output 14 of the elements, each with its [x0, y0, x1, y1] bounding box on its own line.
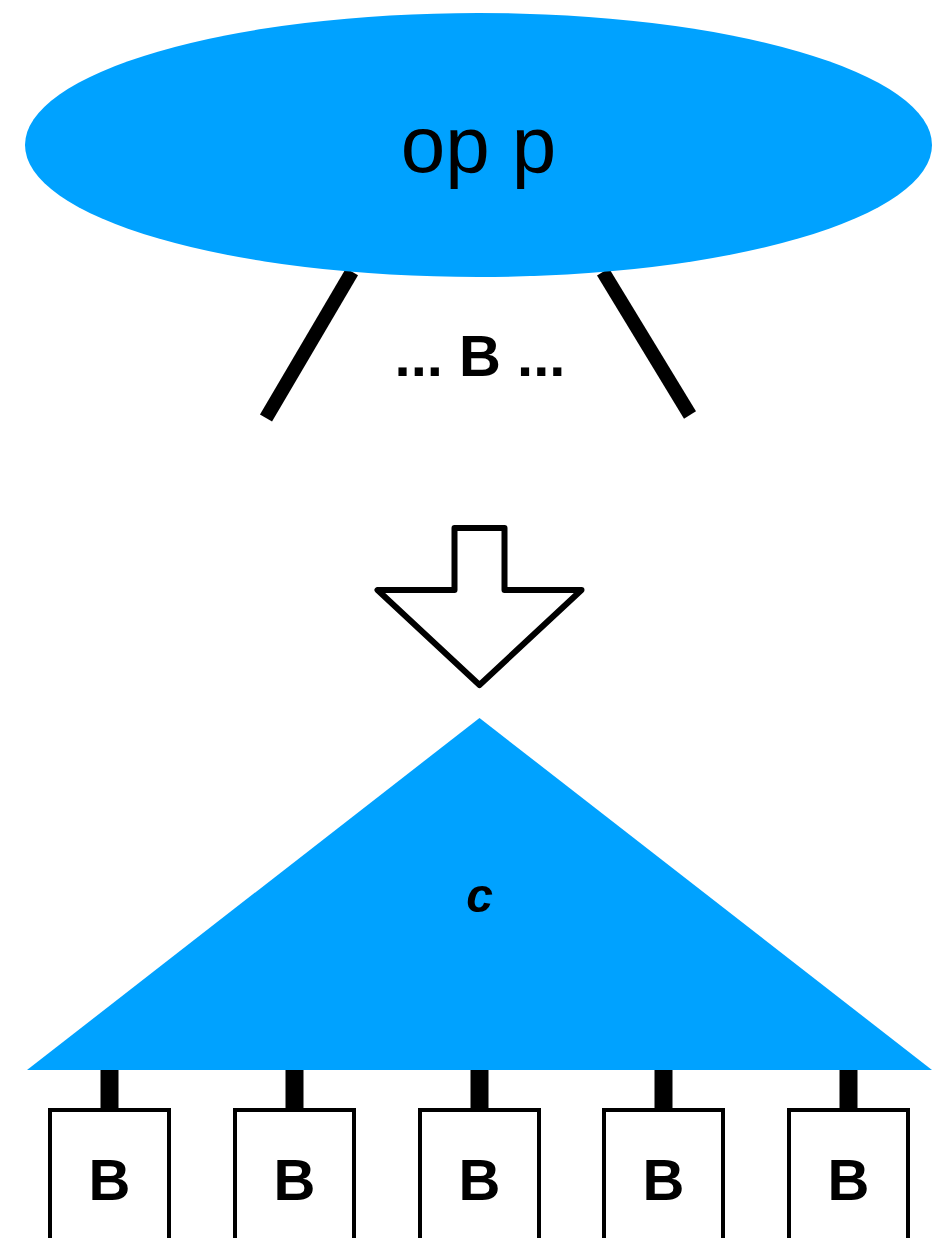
- connector: [470, 1070, 489, 1108]
- line: [259, 268, 359, 422]
- box-node: B: [602, 1108, 725, 1238]
- box-node: B: [787, 1108, 910, 1238]
- connector: [654, 1070, 673, 1108]
- text-label: ... B ...: [394, 321, 566, 389]
- box-node: B: [233, 1108, 356, 1238]
- box-node: B: [48, 1108, 171, 1238]
- block-arrow: [374, 525, 585, 688]
- connector: [100, 1070, 119, 1108]
- ellipse-node: op p: [25, 13, 932, 277]
- box-node: B: [418, 1108, 541, 1238]
- connector: [285, 1070, 304, 1108]
- connector: [839, 1070, 858, 1108]
